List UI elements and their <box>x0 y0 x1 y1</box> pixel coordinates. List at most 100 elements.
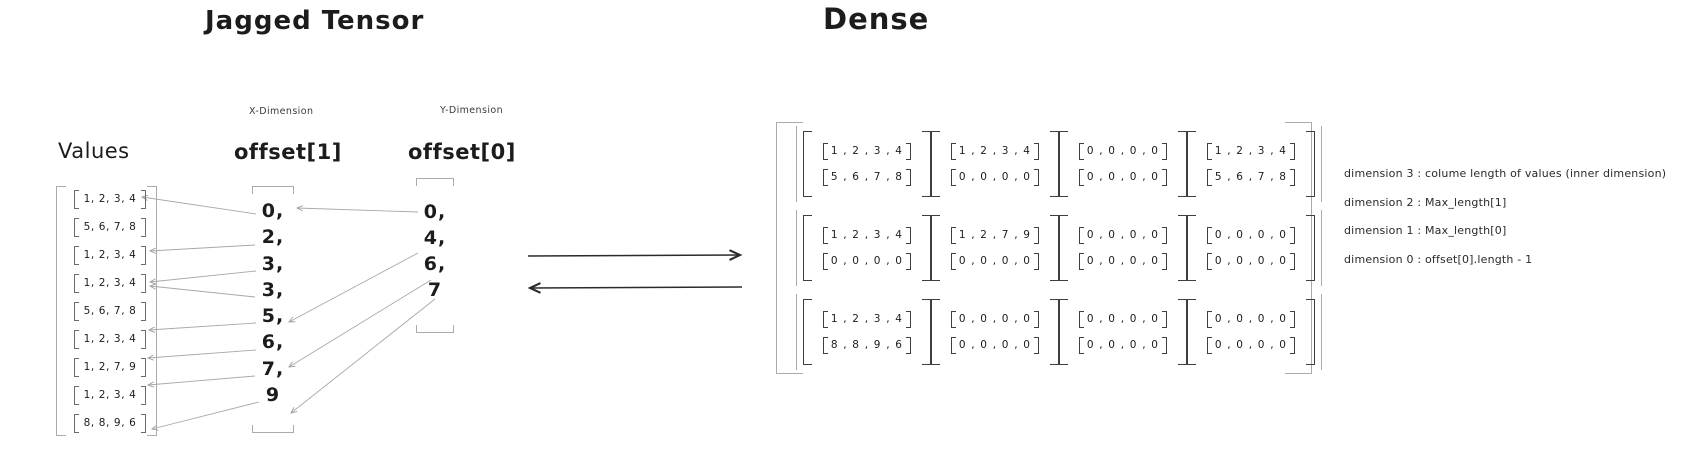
dense-matrix-row: 0 , 0 , 0 , 0 <box>1198 310 1304 328</box>
inner-open-bracket <box>1078 252 1084 270</box>
inner-open-bracket <box>1078 226 1084 244</box>
values-outer-open-bracket <box>56 186 66 436</box>
dense-matrix-row: 0 , 0 , 0 , 0 <box>1198 226 1304 244</box>
inner-close-bracket <box>1034 336 1040 354</box>
inner-close-bracket <box>1290 142 1296 160</box>
values-row: 1, 2, 3, 4 <box>72 329 148 349</box>
jagged-to-dense-arrow <box>527 249 743 261</box>
dense-matrix-row: 1 , 2 , 3 , 4 <box>814 142 920 160</box>
arrow <box>140 194 257 215</box>
offset1-value: 3, <box>261 278 285 301</box>
dense-matrix-row-text: 0 , 0 , 0 , 0 <box>1214 313 1288 325</box>
values-row-text: 1, 2, 3, 4 <box>83 389 137 401</box>
inner-open-bracket <box>1206 142 1212 160</box>
inner-close-bracket <box>906 336 912 354</box>
dense-row-close-bracket <box>1321 210 1322 286</box>
offset1-value: 2, <box>261 226 285 249</box>
dense-matrix-row-text: 5 , 6 , 7 , 8 <box>1214 171 1288 183</box>
inner-open-bracket <box>1078 336 1084 354</box>
values-row: 1, 2, 3, 4 <box>72 385 148 405</box>
dense-matrix-row: 1 , 2 , 3 , 4 <box>814 310 920 328</box>
dense-row-open-bracket <box>796 210 797 286</box>
dimension-annotation: dimension 3 : colume length of values (i… <box>1344 167 1667 180</box>
inner-open-bracket <box>1206 252 1212 270</box>
row-open-bracket <box>73 385 79 405</box>
inner-open-bracket <box>1078 310 1084 328</box>
row-open-bracket <box>73 413 79 433</box>
values-row: 8, 8, 9, 6 <box>72 413 148 433</box>
offset0-values: 0,4,6,7 <box>412 200 458 304</box>
values-row-text: 1, 2, 3, 4 <box>83 193 137 205</box>
inner-close-bracket <box>1034 142 1040 160</box>
inner-close-bracket <box>1290 310 1296 328</box>
values-rows: 1, 2, 3, 4 5, 6, 7, 8 1, 2, 3, 4 1, 2, 3, 4… <box>72 189 148 433</box>
dense-row-close-bracket <box>1321 294 1322 370</box>
dense-matrix-row: 0 , 0 , 0 , 0 <box>1198 252 1304 270</box>
offset1-value: 3, <box>261 252 285 275</box>
values-row-text: 1, 2, 3, 4 <box>83 249 137 261</box>
inner-close-bracket <box>1290 336 1296 354</box>
dense-row-open-bracket <box>796 294 797 370</box>
row-close-bracket <box>141 329 147 349</box>
values-row-text: 8, 8, 9, 6 <box>83 417 137 429</box>
dimension-annotation: dimension 2 : Max_length[1] <box>1344 195 1507 209</box>
dense-to-jagged-arrow <box>527 282 743 294</box>
dense-matrix-row: 0 , 0 , 0 , 0 <box>942 310 1048 328</box>
dense-matrix-row: 0 , 0 , 0 , 0 <box>1198 336 1304 354</box>
inner-open-bracket <box>1206 168 1212 186</box>
arrow <box>146 375 256 388</box>
inner-close-bracket <box>1162 336 1168 354</box>
row-close-bracket <box>141 245 147 265</box>
inner-open-bracket <box>1206 226 1212 244</box>
row-close-bracket <box>141 301 147 321</box>
dense-matrix-row: 0 , 0 , 0 , 0 <box>1070 310 1176 328</box>
inner-open-bracket <box>822 168 828 186</box>
inner-open-bracket <box>1206 310 1212 328</box>
dense-row-close-bracket <box>1321 126 1322 202</box>
inner-open-bracket <box>822 226 828 244</box>
dense-matrix-row-text: 0 , 0 , 0 , 0 <box>958 171 1032 183</box>
values-row: 5, 6, 7, 8 <box>72 301 148 321</box>
offset0-column-label: offset[0] <box>408 140 516 164</box>
dense-outer-open-bracket <box>776 122 803 374</box>
row-close-bracket <box>141 273 147 293</box>
dense-matrix-row: 1 , 2 , 3 , 4 <box>1198 142 1304 160</box>
inner-open-bracket <box>1206 336 1212 354</box>
offset1-open-bracket <box>252 186 294 194</box>
dense-matrix: 0 , 0 , 0 , 0 0 , 0 , 0 , 0 <box>1187 210 1315 286</box>
values-outer-close-bracket <box>147 186 157 436</box>
x-dimension-label: X-Dimension <box>249 106 314 117</box>
values-row-text: 1, 2, 7, 9 <box>83 361 137 373</box>
dense-matrix: 1 , 2 , 3 , 4 8 , 8 , 9 , 6 <box>803 294 931 370</box>
values-row-text: 1, 2, 3, 4 <box>83 277 137 289</box>
inner-open-bracket <box>822 252 828 270</box>
dense-matrix: 1 , 2 , 3 , 4 5 , 6 , 7 , 8 <box>1187 126 1315 202</box>
values-array: 1, 2, 3, 4 5, 6, 7, 8 1, 2, 3, 4 1, 2, 3, 4… <box>56 186 157 436</box>
dense-matrix-row: 0 , 0 , 0 , 0 <box>942 252 1048 270</box>
inner-close-bracket <box>1162 168 1168 186</box>
values-row-text: 5, 6, 7, 8 <box>83 221 137 233</box>
dense-matrix-row-text: 0 , 0 , 0 , 0 <box>958 313 1032 325</box>
inner-close-bracket <box>1290 226 1296 244</box>
arrow <box>288 279 432 368</box>
dense-matrix-row-text: 8 , 8 , 9 , 6 <box>830 339 904 351</box>
inner-open-bracket <box>950 310 956 328</box>
offset0-array: 0,4,6,7 <box>412 178 458 333</box>
inner-close-bracket <box>1034 252 1040 270</box>
dense-outer-close-bracket <box>1285 122 1312 374</box>
offset0-open-bracket <box>416 178 454 186</box>
dense-matrix-row-text: 1 , 2 , 7 , 9 <box>958 229 1032 241</box>
arrow <box>288 252 419 323</box>
inner-open-bracket <box>950 168 956 186</box>
inner-close-bracket <box>906 168 912 186</box>
inner-close-bracket <box>1162 142 1168 160</box>
row-open-bracket <box>73 301 79 321</box>
offset1-value: 0, <box>261 200 285 222</box>
offset1-value: 9 <box>265 384 281 407</box>
dense-matrix: 1 , 2 , 7 , 9 0 , 0 , 0 , 0 <box>931 210 1059 286</box>
values-row: 1, 2, 7, 9 <box>72 357 148 377</box>
